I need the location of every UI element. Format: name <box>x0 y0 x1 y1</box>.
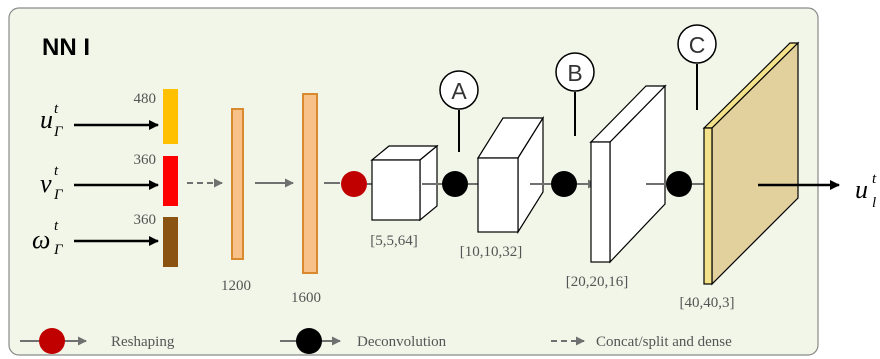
input-v-base: v <box>40 169 52 198</box>
conv-block-40-40-3 <box>702 41 800 286</box>
dense-layer-1600 <box>302 93 318 274</box>
legend: Reshaping Deconvolution Concat/split and… <box>20 328 732 354</box>
dense-layer-1600-size: 1600 <box>291 290 321 306</box>
input-u-sub: Γ <box>53 124 64 140</box>
conv-block-40-40-3-shape: [40,40,3] <box>680 295 735 311</box>
reshape-node <box>341 171 367 197</box>
input-v-sub: Γ <box>53 187 64 203</box>
input-omega-block <box>163 217 178 267</box>
input-u-size: 480 <box>134 91 157 107</box>
marker-b-label: B <box>567 60 582 86</box>
conv-block-20-20-16 <box>589 84 667 264</box>
legend-concat-label: Concat/split and dense <box>596 334 732 350</box>
marker-c-label: C <box>689 32 706 58</box>
output-sup: t <box>872 171 877 187</box>
dense-layer-1200-size: 1200 <box>221 278 251 294</box>
conv-block-10-10-32-shape: [10,10,32] <box>460 244 523 260</box>
input-v-block <box>163 156 178 206</box>
marker-b-circle <box>555 52 595 92</box>
input-u-block <box>163 89 178 144</box>
marker-a-circle <box>439 70 479 110</box>
input-u: u t Γ 480 <box>40 89 178 144</box>
conv-block-20-20-16-shape: [20,20,16] <box>566 274 629 290</box>
input-omega-base: ω <box>32 225 50 254</box>
input-omega-sub: Γ <box>53 242 64 258</box>
marker-a-label: A <box>451 78 467 104</box>
svg-text:u: u <box>40 105 53 134</box>
input-v-sup: t <box>54 163 59 179</box>
input-omega-size: 360 <box>134 212 157 228</box>
marker-c-circle <box>677 24 717 64</box>
input-omega-sup: t <box>54 218 59 234</box>
diagram-title: NN I <box>42 34 90 61</box>
input-u-base: u <box>40 105 53 134</box>
input-v: v t Γ 360 <box>40 152 178 206</box>
conv-block-5-5-64-shape: [5,5,64] <box>370 233 418 249</box>
conv-block-5-5-64 <box>370 144 439 222</box>
conv-block-10-10-32 <box>476 115 545 235</box>
input-v-size: 360 <box>134 152 157 168</box>
deconv-a-node <box>442 171 468 197</box>
input-omega: ω t Γ 360 <box>32 212 178 267</box>
deconv-c-node <box>666 171 692 197</box>
legend-deconv-marker <box>296 328 322 354</box>
legend-reshape-label: Reshaping <box>111 334 175 350</box>
legend-reshape-marker <box>39 328 65 354</box>
legend-deconv-label: Deconvolution <box>357 334 447 350</box>
output-sub: l <box>872 195 876 211</box>
output-base: u <box>855 175 868 204</box>
deconv-b-node <box>551 171 577 197</box>
dense-layer-1200 <box>231 108 244 260</box>
input-u-sup: t <box>54 101 59 117</box>
